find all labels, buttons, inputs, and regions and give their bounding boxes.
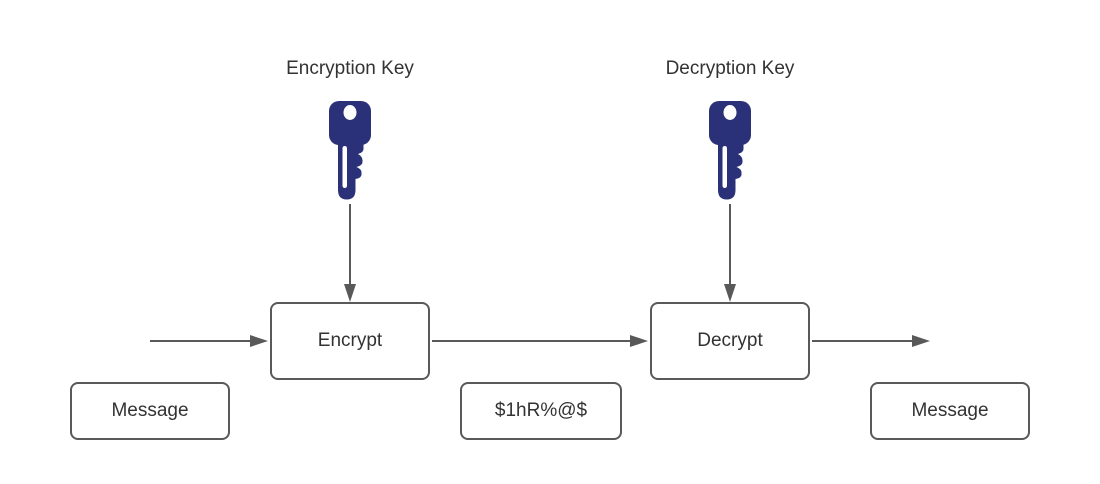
encryption-key-label: Encryption Key [286,58,414,79]
input-arrow-line [150,340,250,342]
input-arrowhead-icon [250,335,268,347]
encrypt-box-label: Encrypt [317,330,383,351]
message-output-label: Message [911,400,989,421]
key-icon [328,100,372,204]
key-icon [708,100,752,204]
ciphertext-arrow-line [432,340,630,342]
ciphertext-label: $1hR%@$ [494,400,588,421]
output-arrow-line [812,340,912,342]
decrypt-box-label: Decrypt [697,330,763,351]
ciphertext-arrowhead-icon [630,335,648,347]
encryption-key-arrow-line [349,204,351,285]
encrypt-box: Encrypt [270,302,430,380]
message-output-box: Message [870,382,1030,440]
decryption-key-arrow-line [729,204,731,285]
decrypt-box: Decrypt [650,302,810,380]
output-arrowhead-icon [912,335,930,347]
message-input-box: Message [70,382,230,440]
message-input-label: Message [111,400,189,421]
encryption-key-arrowhead-icon [344,284,356,302]
decryption-key-arrowhead-icon [724,284,736,302]
ciphertext-box: $1hR%@$ [460,382,622,440]
decryption-key-label: Decryption Key [665,58,795,79]
